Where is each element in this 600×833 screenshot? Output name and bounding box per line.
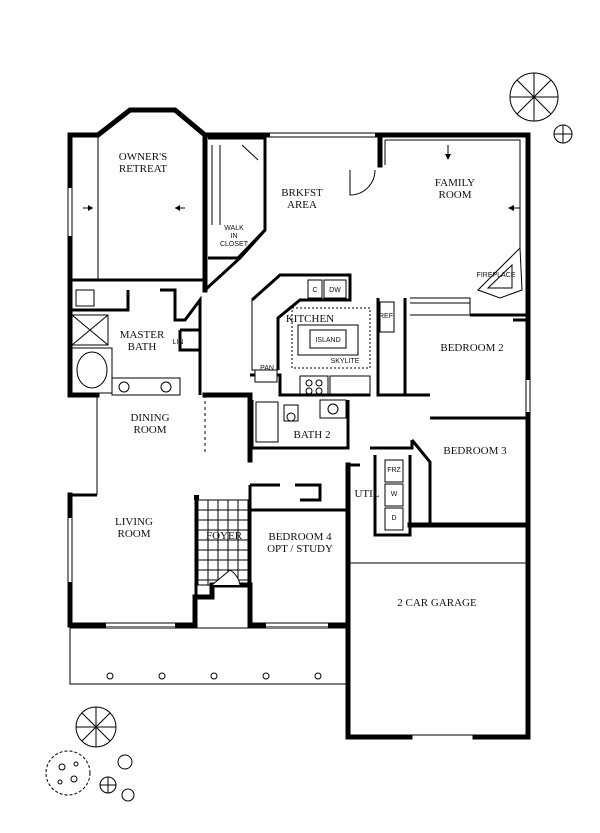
label-walk-in-1: WALK [224, 225, 244, 232]
tree-icon [45, 750, 91, 796]
label-owners-retreat-2: RETREAT [119, 163, 168, 175]
label-living-1: LIVING [115, 516, 153, 528]
label-walk-in-3: CLOSET [220, 241, 249, 248]
label-island: ISLAND [315, 337, 340, 344]
label-d: D [391, 515, 396, 522]
tree-icons [45, 72, 573, 802]
toilet [75, 289, 95, 307]
tree-icon [75, 706, 117, 748]
front-door-swing [211, 569, 241, 586]
tree-icon [553, 124, 573, 144]
foyer-tiles [197, 499, 249, 586]
label-family-1: FAMILY [435, 177, 475, 189]
label-family-2: ROOM [438, 189, 471, 201]
walk-in-closet [203, 135, 267, 292]
bath-2-tub [255, 401, 279, 443]
label-brkfst-2: AREA [287, 199, 317, 211]
label-dining-2: ROOM [133, 424, 166, 436]
label-master-bath-1: MASTER [120, 329, 165, 341]
bath-2-walls [250, 399, 350, 450]
door-swing [349, 169, 376, 196]
fireplace-box [477, 246, 523, 299]
label-walk-in-2: IN [231, 233, 238, 240]
label-owners-retreat-1: OWNER'S [119, 151, 167, 163]
vanity [111, 377, 181, 396]
label-bedroom-4-2: OPT / STUDY [267, 543, 333, 555]
label-bedroom-4-1: BEDROOM 4 [268, 531, 332, 543]
label-lin: LIN [173, 339, 184, 346]
label-foyer: FOYER [206, 530, 243, 542]
bathtub [71, 347, 113, 394]
label-brkfst-1: BRKFST [281, 187, 323, 199]
label-master-bath-2: BATH [128, 341, 157, 353]
label-skylite: SKYLITE [331, 358, 360, 365]
label-bedroom-3: BEDROOM 3 [443, 445, 507, 457]
kitchen-walls [250, 139, 523, 397]
master-bath-walls [70, 288, 202, 396]
tree-icon [117, 754, 133, 770]
label-util: UTIL [354, 488, 379, 500]
label-living-2: ROOM [117, 528, 150, 540]
label-dining-1: DINING [130, 412, 169, 424]
label-c: C [312, 287, 317, 294]
label-w: W [391, 491, 398, 498]
label-ref: REF [379, 313, 393, 320]
label-pan: PAN [260, 365, 274, 372]
label-frz: FRZ [387, 467, 401, 474]
bedroom-walls [348, 313, 528, 537]
label-fireplace: FIREPLACE [477, 272, 516, 279]
label-kitchen: KITCHEN [286, 313, 334, 325]
label-garage: 2 CAR GARAGE [397, 597, 477, 609]
porch [69, 627, 349, 685]
tree-icon [509, 72, 559, 122]
tree-icon [121, 788, 135, 802]
label-dw: DW [329, 287, 341, 294]
tree-icon [99, 776, 117, 794]
owners-retreat-walls [70, 132, 208, 293]
front-walls [194, 392, 348, 597]
room-labels: OWNER'S RETREAT WALK IN CLOSET BRKFST AR… [115, 151, 516, 609]
label-bedroom-2: BEDROOM 2 [440, 342, 503, 354]
label-bath-2: BATH 2 [294, 429, 331, 441]
exterior-walls [67, 107, 531, 740]
